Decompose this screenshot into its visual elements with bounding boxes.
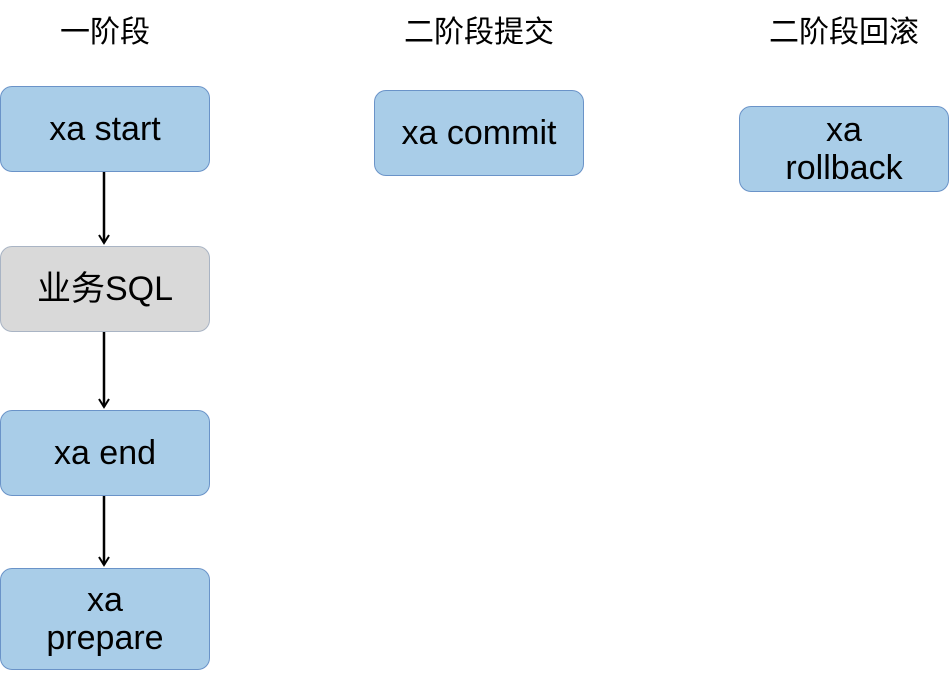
- xa-commit-label: xa commit: [401, 114, 557, 152]
- business-sql-label: 业务SQL: [36, 270, 174, 308]
- xa-start-label: xa start: [49, 110, 161, 148]
- xa-prepare-box: xa prepare: [0, 568, 210, 670]
- phase2-commit-title: 二阶段提交: [404, 16, 554, 49]
- xa-prepare-label: xa prepare: [46, 581, 164, 657]
- xa-rollback-box: xa rollback: [739, 106, 949, 192]
- xa-rollback-label: xa rollback: [785, 111, 903, 187]
- phase2-rollback-title: 二阶段回滚: [769, 16, 919, 49]
- xa-end-box: xa end: [0, 410, 210, 496]
- xa-commit-box: xa commit: [374, 90, 584, 176]
- xa-start-box: xa start: [0, 86, 210, 172]
- phase1-title: 一阶段: [60, 16, 150, 49]
- business-sql-box: 业务SQL: [0, 246, 210, 332]
- xa-end-label: xa end: [53, 434, 157, 472]
